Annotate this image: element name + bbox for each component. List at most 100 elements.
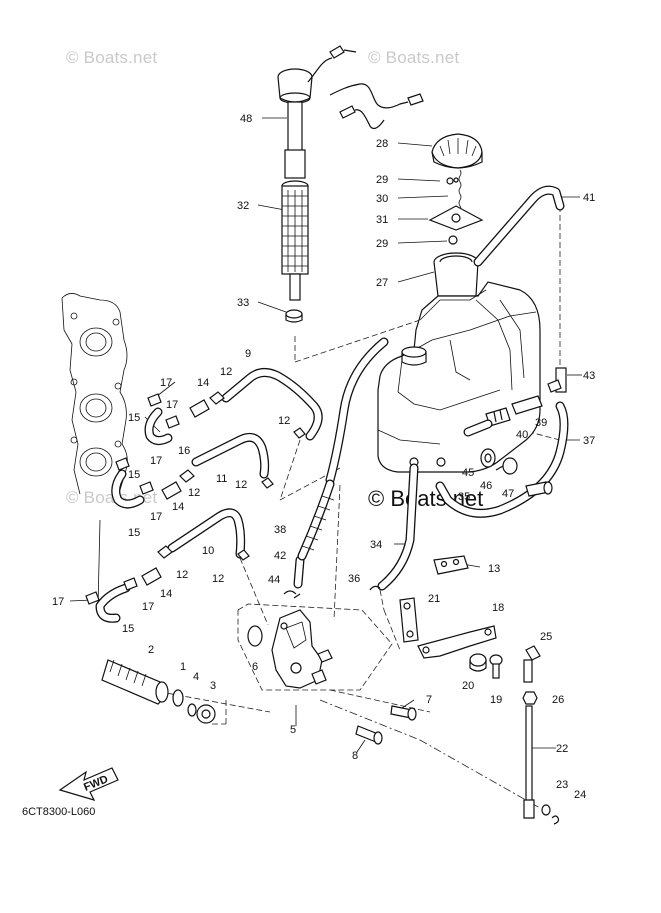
part-1-oring [172,689,184,707]
callout-17f: 17 [142,601,154,613]
callout-42: 42 [274,550,286,562]
callout-47: 47 [502,488,514,500]
callout-2: 2 [148,644,154,656]
callout-17c: 17 [150,455,162,467]
callout-35: 35 [458,491,470,503]
part-38-corrugated-hose [297,479,335,561]
callout-17b: 17 [166,399,178,411]
callout-10: 10 [202,545,214,557]
part-42-hose [293,337,389,589]
callout-9: 9 [245,348,251,360]
callout-16: 16 [178,445,190,457]
part-15-hose-upper [111,469,145,509]
part-36-clip [369,585,381,591]
callout-17d: 17 [150,511,162,523]
callout-46: 46 [480,480,492,492]
part-46-grommet [495,457,518,475]
callout-40: 40 [516,429,528,441]
part-31-gasket [428,205,484,231]
callout-31: 31 [376,214,388,226]
callout-36: 36 [348,573,360,585]
part-39-40-joint [463,395,543,437]
callout-27: 27 [376,277,388,289]
part-4-washer [187,703,197,717]
part-21-link [399,597,419,643]
callout-5: 5 [290,724,296,736]
callout-12e: 12 [176,569,188,581]
callout-12c: 12 [235,479,247,491]
part-48-primer-knob [277,45,424,179]
diagram-code: 6CT8300-L060 [22,806,96,818]
callout-23: 23 [556,779,568,791]
callout-19: 19 [490,694,502,706]
callout-15d: 15 [122,623,134,635]
part-6-gasket [247,625,263,647]
part-7-bolt [390,705,417,721]
part-10-fuel-hose [167,508,246,559]
part-16-hose [144,407,173,446]
part-25-joint [523,645,541,683]
callout-37: 37 [583,435,595,447]
part-11-fuel-hose [191,432,270,479]
callout-17a: 17 [160,377,172,389]
watermark-top-right: © Boats.net [368,48,460,67]
part-45-grommet [480,448,496,468]
part-3-bushing [196,704,216,724]
callout-14b: 14 [172,501,184,513]
callout-25: 25 [540,631,552,643]
part-34-hose [377,463,419,591]
callout-12d: 12 [188,487,200,499]
callout-28: 28 [376,138,388,150]
callout-21: 21 [428,593,440,605]
part-32-filter [281,180,309,301]
part-9-fuel-hose [221,368,323,441]
callout-7: 7 [426,694,432,706]
callout-11: 11 [216,473,227,485]
callout-20: 20 [462,680,474,692]
watermark-top-left: © Boats.net [66,48,158,67]
callout-numbers: 48 32 33 28 29 30 31 29 27 41 43 37 39 4… [52,113,595,801]
callout-38: 38 [274,524,286,536]
engine-block-outline [61,293,128,495]
callout-45: 45 [462,467,474,479]
part-18-lever [417,625,497,659]
callout-8: 8 [352,750,358,762]
callout-32: 32 [237,200,249,212]
part-44-clip [283,590,297,595]
part-41-vent-hose [473,185,565,267]
part-23-clip [541,804,551,816]
part-5-fuel-pump [271,593,333,689]
part-17-fittings [85,393,180,605]
callout-12b: 12 [278,415,290,427]
callout-1: 1 [180,661,186,673]
callout-14a: 14 [197,377,209,389]
callout-15c: 15 [128,527,140,539]
callout-43: 43 [583,370,595,382]
callout-13: 13 [488,563,500,575]
callout-22: 22 [556,743,568,755]
callout-15b: 15 [128,469,140,481]
callout-3: 3 [210,680,216,692]
part-22-rod [523,705,535,819]
callout-18: 18 [492,602,504,614]
part-20-collar [469,653,487,672]
callout-29b: 29 [376,238,388,250]
callout-30: 30 [376,193,388,205]
callout-17e: 17 [52,596,64,608]
callout-34: 34 [370,539,382,551]
part-28-fuel-cap [431,133,483,169]
callout-48: 48 [240,113,252,125]
part-15-hose-lower [95,583,131,623]
part-19-bolt [489,654,503,679]
callout-24: 24 [574,789,586,801]
part-13-bracket [433,555,469,575]
fwd-arrow-icon [58,767,119,801]
callout-33: 33 [237,297,249,309]
callout-14c: 14 [160,588,172,600]
part-33-weight [285,309,303,323]
callout-6: 6 [252,661,258,673]
callout-15a: 15 [128,412,140,424]
part-14-check-valves [141,399,210,586]
